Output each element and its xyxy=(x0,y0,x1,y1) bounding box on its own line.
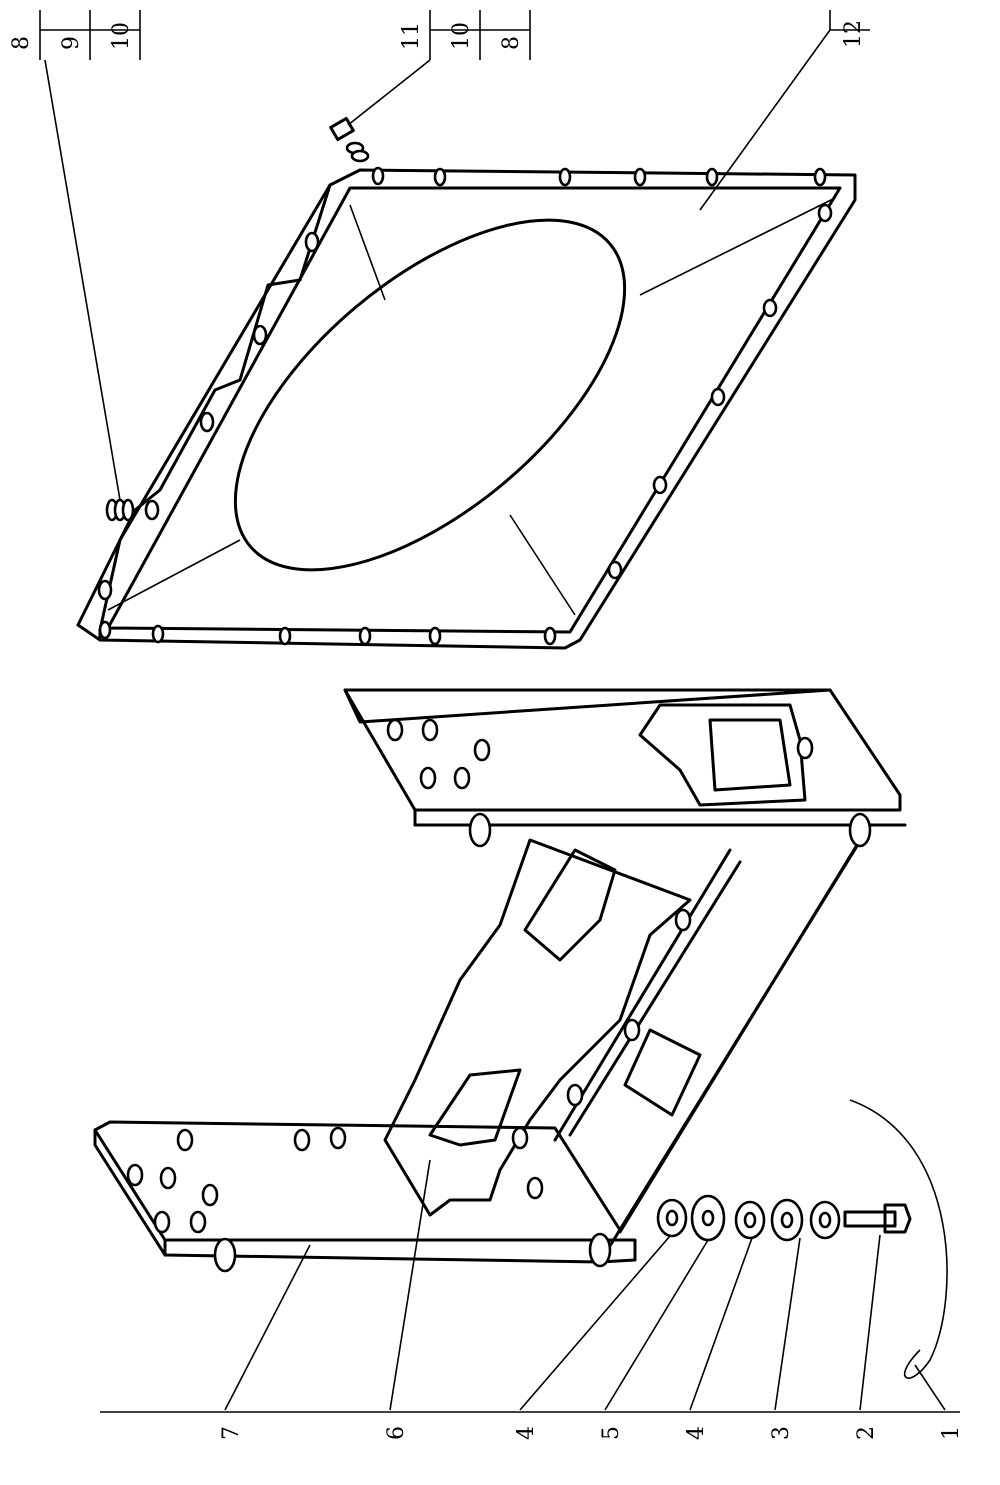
frame-part-12 xyxy=(76,116,857,650)
callout-10-left: 10 xyxy=(109,22,134,50)
callout-frame: 12 xyxy=(829,10,870,48)
callout-4b: 4 xyxy=(514,1426,539,1440)
callout-9: 9 xyxy=(59,36,84,50)
callouts-top-left: 8 9 10 xyxy=(9,10,141,60)
callout-12: 12 xyxy=(841,20,866,48)
callout-10-right: 10 xyxy=(449,22,474,50)
callout-8-right: 8 xyxy=(499,36,524,50)
bolt-washers-left xyxy=(105,498,135,522)
callout-5: 5 xyxy=(599,1426,624,1440)
callout-2: 2 xyxy=(854,1426,879,1440)
callout-6: 6 xyxy=(384,1426,409,1440)
callout-11: 11 xyxy=(399,22,424,50)
callout-3: 3 xyxy=(769,1426,794,1440)
callout-8-left: 8 xyxy=(9,36,34,50)
fastener-stack xyxy=(656,1099,948,1379)
frame-opening xyxy=(233,218,627,572)
bracket-assembly xyxy=(93,688,907,1273)
leader-lines xyxy=(44,29,946,1411)
callouts-top-right: 11 10 8 xyxy=(399,10,531,60)
callout-7: 7 xyxy=(219,1426,244,1440)
frame-bolt-holes xyxy=(97,166,833,646)
bolt-washers-right xyxy=(329,116,370,163)
callout-4a: 4 xyxy=(684,1426,709,1440)
callouts-bottom: 1 2 3 4 5 4 6 7 xyxy=(100,1411,964,1440)
callout-1: 1 xyxy=(939,1426,964,1440)
